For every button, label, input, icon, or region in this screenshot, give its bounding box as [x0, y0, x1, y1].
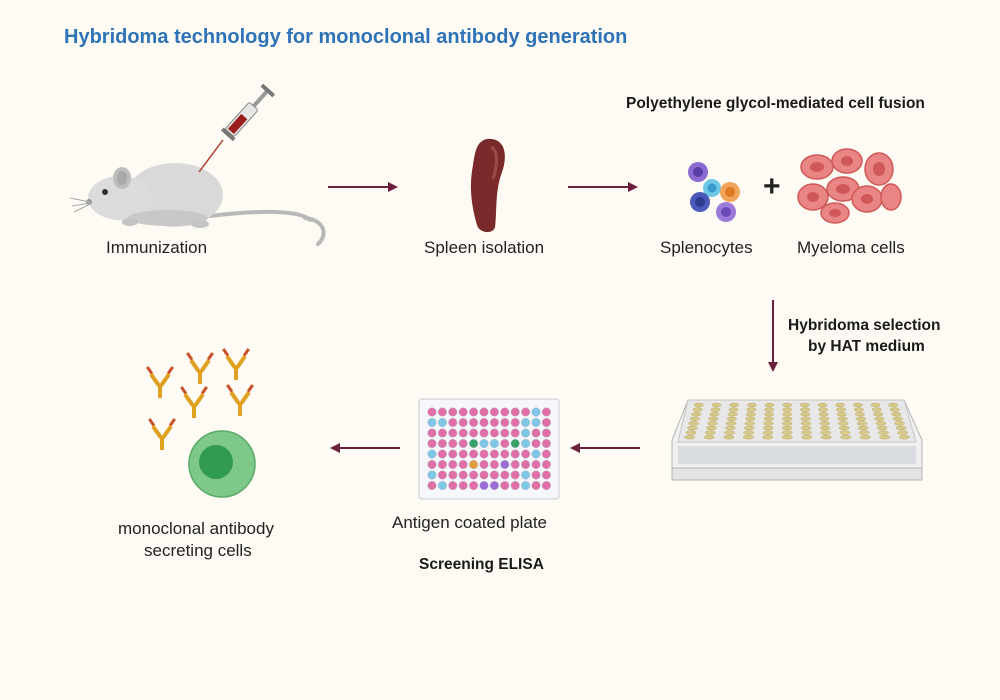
immunization-label: Immunization [106, 238, 208, 257]
antibody-icon [222, 348, 250, 380]
elisa-label: Screening ELISA [419, 556, 544, 573]
antibody-icon [226, 384, 254, 416]
syringe-icon [198, 83, 276, 173]
diagram-title: Hybridoma technology for monoclonal anti… [64, 26, 628, 48]
splenocytes-icon [688, 162, 740, 222]
antibody-icon [180, 386, 208, 418]
secreting-label-line1: monoclonal antibody [118, 519, 274, 538]
secreting-label-line2: secreting cells [144, 541, 252, 560]
mouse-icon [69, 163, 326, 246]
splenocytes-label: Splenocytes [660, 238, 753, 257]
antibody-icon [148, 418, 176, 450]
arrow-right-icon [568, 182, 638, 192]
antibody-icon [146, 366, 174, 398]
plate-label: Antigen coated plate [392, 513, 548, 532]
elisa-plate-icon [418, 398, 560, 500]
arrow-right-icon [328, 182, 398, 192]
plus-sign: + [763, 170, 781, 203]
selection-label-line2: by HAT medium [808, 338, 925, 355]
secreting-cell-icon [188, 430, 256, 498]
antibody-icon [186, 352, 214, 384]
arrow-down-icon [768, 300, 778, 372]
arrow-left-icon [330, 443, 400, 453]
arrow-left-icon [570, 443, 640, 453]
spleen-icon [470, 138, 505, 233]
selection-label-line1: Hybridoma selection [788, 317, 941, 334]
myeloma-label: Myeloma cells [797, 238, 905, 257]
fusion-label: Polyethylene glycol-mediated cell fusion [626, 95, 925, 112]
spleen-label: Spleen isolation [424, 238, 545, 257]
well-plate-icon [671, 399, 923, 481]
myeloma-cells-icon [797, 148, 902, 224]
